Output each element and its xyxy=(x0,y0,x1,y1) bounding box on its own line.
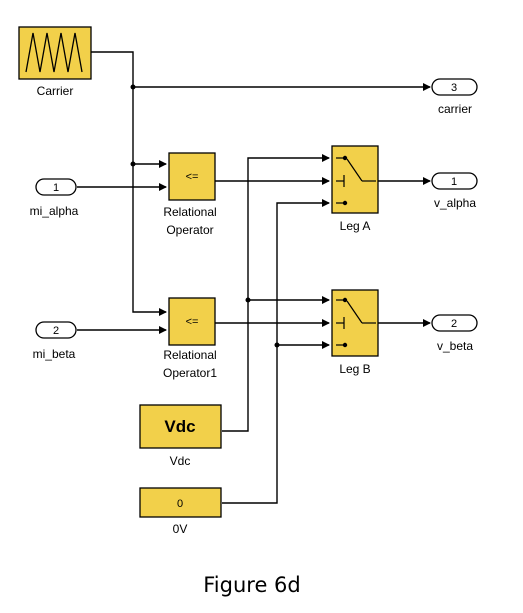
junction-dot xyxy=(245,297,251,303)
relop-label: Operator xyxy=(166,223,213,237)
leg-b-switch[interactable]: Leg B xyxy=(331,289,379,376)
relop-symbol: <= xyxy=(186,171,199,183)
relop-label: Operator1 xyxy=(163,366,217,380)
vdc-constant-block[interactable]: Vdc Vdc xyxy=(139,404,222,468)
junction-dot xyxy=(130,84,136,90)
outport-label: v_beta xyxy=(437,339,473,353)
inport-mi-alpha[interactable]: 1 mi_alpha xyxy=(30,178,79,218)
triangle-wave-icon xyxy=(25,32,83,73)
leg-a-switch[interactable]: Leg A xyxy=(331,145,379,233)
vdc-label: Vdc xyxy=(170,454,191,468)
switch-icon xyxy=(336,297,376,348)
inport-number: 1 xyxy=(53,182,59,194)
inport-label: mi_beta xyxy=(33,347,76,361)
wire-vdc-trunk xyxy=(222,154,330,432)
leg-b-label: Leg B xyxy=(339,362,370,376)
zero-label: 0V xyxy=(173,522,188,536)
leg-a-label: Leg A xyxy=(340,219,371,233)
outport-v-beta[interactable]: 2 v_beta xyxy=(431,314,478,353)
outport-number: 3 xyxy=(451,82,457,94)
relop-symbol: <= xyxy=(186,316,199,328)
inport-mi-beta[interactable]: 2 mi_beta xyxy=(33,321,77,361)
inport-number: 2 xyxy=(53,325,59,337)
outport-label: carrier xyxy=(438,102,472,116)
zero-value: 0 xyxy=(177,498,183,510)
outport-number: 1 xyxy=(451,176,457,188)
relational-operator-b[interactable]: <= Relational Operator1 xyxy=(163,297,217,380)
switch-icon xyxy=(336,155,376,206)
junction-dot xyxy=(274,342,280,348)
inport-label: mi_alpha xyxy=(30,204,79,218)
carrier-block[interactable]: Carrier xyxy=(18,26,92,98)
signal-wires xyxy=(77,51,431,504)
relop-label: Relational xyxy=(163,348,216,362)
wire-zero-trunk xyxy=(222,199,330,504)
outport-label: v_alpha xyxy=(434,196,476,210)
relational-operator-a[interactable]: <= Relational Operator xyxy=(163,152,217,237)
vdc-value: Vdc xyxy=(164,417,195,436)
wire-carrier-out xyxy=(91,51,167,316)
carrier-label: Carrier xyxy=(37,84,74,98)
junction-dot xyxy=(130,161,136,167)
outport-carrier[interactable]: 3 carrier xyxy=(431,78,478,116)
figure-caption: Figure 6d xyxy=(203,573,300,597)
outport-number: 2 xyxy=(451,318,457,330)
outport-v-alpha[interactable]: 1 v_alpha xyxy=(431,172,478,210)
relop-label: Relational xyxy=(163,205,216,219)
zero-volt-constant-block[interactable]: 0 0V xyxy=(139,487,222,536)
